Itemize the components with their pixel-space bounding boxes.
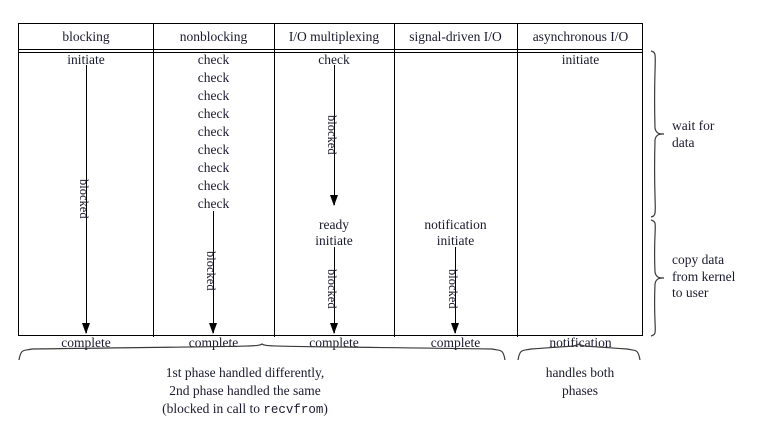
column-divider-3 <box>394 24 395 337</box>
column-asynchronous-io: initiate notification <box>517 52 644 350</box>
cell-nonblocking-check-8: check <box>197 178 230 193</box>
caption-line-2: phases <box>562 383 598 398</box>
cell-signal-driven-notification: notification <box>424 217 487 232</box>
brace-label-line-1: copy data <box>672 252 725 267</box>
cell-nonblocking-check-1: check <box>197 52 230 67</box>
cell-io-multiplexing-ready: ready <box>319 217 349 232</box>
cell-asynchronous-notification: notification <box>549 335 612 350</box>
caption-first-four-models: 1st phase handled differently, 2nd phase… <box>150 364 340 419</box>
arrow-head <box>329 323 338 334</box>
brace-wait-for-data <box>650 50 665 218</box>
brace-label-line-3: to user <box>672 285 709 300</box>
cell-nonblocking-check-3: check <box>197 88 230 103</box>
brace-first-four-models <box>18 343 506 361</box>
arrow-head <box>208 323 217 334</box>
arrow-label-nonblocking-blocked: blocked <box>204 251 218 291</box>
brace-label-line-1: wait for <box>672 118 715 133</box>
column-header-asynchronous-io: asynchronous I/O <box>532 29 629 44</box>
cell-nonblocking-check-9: check <box>197 196 230 211</box>
caption-line-3-prefix: (blocked in call to <box>162 401 264 416</box>
arrow-head <box>450 323 459 334</box>
cell-signal-driven-initiate: initiate <box>436 233 475 248</box>
cell-nonblocking-check-7: check <box>197 160 230 175</box>
arrow-shaft <box>334 247 335 333</box>
arrow-head <box>81 323 90 334</box>
brace-label-line-2: data <box>672 134 695 150</box>
column-header-signal-driven-io: signal-driven I/O <box>409 29 502 44</box>
column-header-blocking: blocking <box>62 29 110 44</box>
recvfrom-code: recvfrom <box>263 403 324 417</box>
brace-label-copy-data: copy data from kernel to user <box>672 252 735 302</box>
column-io-multiplexing: check blocked ready initiate blocked com… <box>274 52 394 350</box>
caption-line-3-suffix: ) <box>323 401 328 416</box>
header-double-rule <box>19 49 642 53</box>
cell-io-multiplexing-complete: complete <box>309 335 359 350</box>
cell-io-multiplexing-initiate: initiate <box>315 233 353 248</box>
cell-blocking-complete: complete <box>61 335 111 350</box>
arrow-head <box>329 195 338 206</box>
cell-nonblocking-check-6: check <box>197 142 230 157</box>
caption-line-1: 1st phase handled differently, <box>165 365 325 380</box>
cell-signal-driven-complete: complete <box>430 335 481 350</box>
arrow-label-blocking-blocked: blocked <box>77 179 91 219</box>
column-divider-4 <box>517 24 518 337</box>
arrow-label-io-multiplexing-blocked-1: blocked <box>325 115 339 155</box>
column-divider-1 <box>153 24 154 337</box>
cell-blocking-initiate: initiate <box>67 52 105 67</box>
caption-line-1: handles both <box>545 365 615 380</box>
brace-label-line-2: from kernel <box>672 268 736 284</box>
column-header-io-multiplexing: I/O multiplexing <box>288 29 380 44</box>
table-header-row: blocking nonblocking I/O multiplexing si… <box>19 24 642 49</box>
cell-nonblocking-check-5: check <box>197 124 230 139</box>
arrow-shaft <box>86 65 87 333</box>
arrow-shaft <box>334 65 335 205</box>
column-signal-driven-io: notification initiate blocked complete <box>394 53 517 350</box>
column-divider-2 <box>274 24 275 337</box>
column-nonblocking: check check check check check check chec… <box>153 52 274 350</box>
column-header-nonblocking: nonblocking <box>179 29 248 44</box>
caption-line-3: (blocked in call to recvfrom) <box>150 400 340 419</box>
cell-nonblocking-check-2: check <box>197 70 230 85</box>
brace-copy-data <box>650 219 665 337</box>
arrow-shaft <box>213 211 214 333</box>
brace-label-wait-for-data: wait for data <box>672 118 714 151</box>
io-models-table: blocking nonblocking I/O multiplexing si… <box>18 23 644 350</box>
column-blocking: initiate blocked complete <box>19 52 153 350</box>
cell-io-multiplexing-check: check <box>318 52 350 67</box>
cell-asynchronous-initiate: initiate <box>561 52 600 67</box>
brace-async-model <box>517 343 641 361</box>
cell-nonblocking-check-4: check <box>197 106 230 121</box>
arrow-shaft <box>455 247 456 333</box>
caption-line-2: 2nd phase handled the same <box>169 383 321 398</box>
arrow-label-signal-driven-blocked: blocked <box>446 269 460 309</box>
caption-async-model: handles both phases <box>517 364 643 400</box>
arrow-label-io-multiplexing-blocked-2: blocked <box>325 269 339 309</box>
